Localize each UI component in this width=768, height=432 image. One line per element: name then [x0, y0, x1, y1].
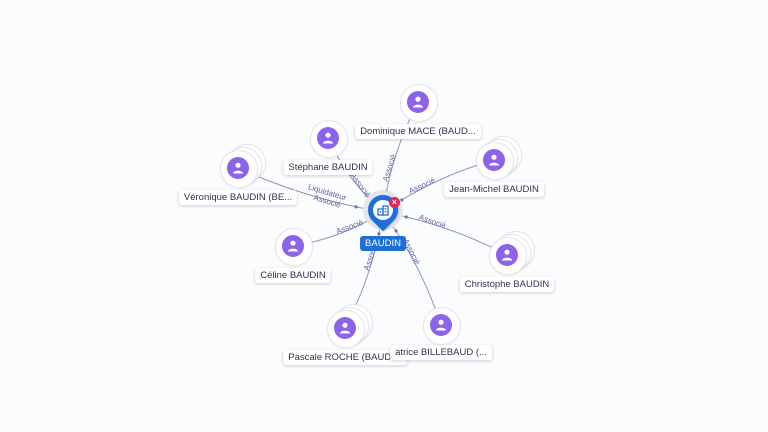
person-icon — [227, 157, 249, 179]
edge-label: Associé — [381, 153, 398, 183]
edge-arrow — [354, 205, 358, 209]
node-ring — [400, 84, 438, 122]
person-label[interactable]: Stéphane BAUDIN — [283, 160, 373, 175]
person-icon — [317, 127, 339, 149]
person-icon — [407, 91, 429, 113]
person-label[interactable]: Pascale ROCHE (BAUDI... — [283, 350, 407, 365]
center-company-label[interactable]: BAUDIN — [360, 236, 406, 251]
person-icon — [334, 317, 356, 339]
edge-label: Associé — [408, 175, 438, 195]
edge-label: Associé — [335, 218, 365, 237]
person-label[interactable]: Céline BAUDIN — [255, 268, 331, 283]
person-label[interactable]: Jean-Michel BAUDIN — [444, 182, 544, 197]
person-icon — [430, 314, 452, 336]
edge-label: Associé — [418, 213, 448, 231]
person-icon — [496, 244, 518, 266]
edge-beatrice — [382, 211, 442, 326]
person-label[interactable]: Véronique BAUDIN (BE... — [178, 190, 298, 205]
person-icon — [483, 149, 505, 171]
person-icon — [282, 235, 304, 257]
edge-arrow — [377, 232, 381, 236]
person-label[interactable]: Christophe BAUDIN — [459, 277, 555, 292]
edge-arrow — [394, 229, 398, 233]
person-label[interactable]: atrice BILLEBAUD (... — [390, 345, 492, 360]
close-icon[interactable]: × — [389, 197, 400, 208]
edge-arrow — [404, 215, 408, 219]
company-building-icon — [373, 200, 393, 220]
person-label[interactable]: Dominique MACE (BAUD... — [355, 124, 481, 139]
